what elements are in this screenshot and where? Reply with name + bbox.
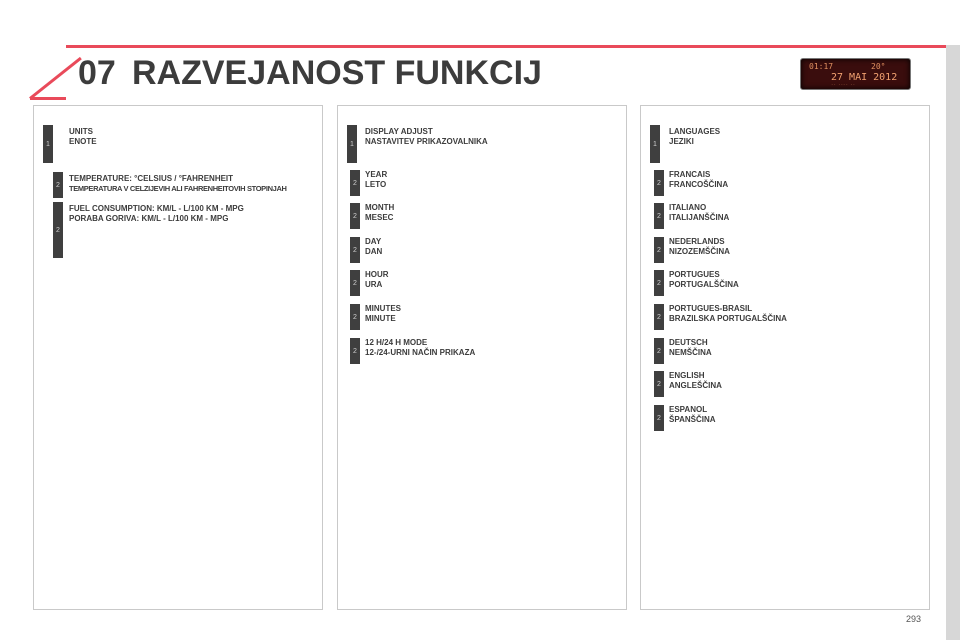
level-badge: 2	[654, 203, 664, 229]
entry-label-en: DEUTSCH	[669, 338, 708, 347]
level-badge: 2	[350, 338, 360, 364]
entry-label-sl: MINUTE	[365, 314, 396, 323]
entry-label-sl: ŠPANŠČINA	[669, 415, 716, 424]
entry-label-en: DISPLAY ADJUST	[365, 127, 433, 136]
dashboard-display-image: 01:17 20° 27 MAI 2012 -- ---- --	[800, 58, 911, 90]
level-badge: 2	[350, 270, 360, 296]
level-badge: 2	[350, 170, 360, 196]
entry-label-en: MONTH	[365, 203, 395, 212]
header-rule-diagonal	[29, 56, 82, 100]
entry-label-sl: ANGLEŠČINA	[669, 381, 722, 390]
level-badge: 2	[350, 237, 360, 263]
level-badge: 2	[654, 270, 664, 296]
entry-label-en: ENGLISH	[669, 371, 705, 380]
entry-label-sl: NIZOZEMŠČINA	[669, 247, 730, 256]
entry-label-en: PORTUGUES	[669, 270, 720, 279]
entry-label-en: ESPANOL	[669, 405, 708, 414]
entry-label-en: FUEL CONSUMPTION: KM/L - L/100 KM - MPG	[69, 204, 244, 213]
entry-label-sl: FRANCOŠČINA	[669, 180, 729, 189]
entry-label-sl: PORTUGALŠČINA	[669, 280, 739, 289]
level-badge: 2	[654, 338, 664, 364]
display-date: 27 MAI 2012	[831, 72, 898, 83]
level-badge: 1	[347, 125, 357, 163]
page-tab-strip	[946, 45, 960, 640]
display-time: 01:17	[809, 62, 834, 71]
level-badge: 2	[53, 172, 63, 198]
entry-label-sl: DAN	[365, 247, 383, 256]
entry-label-sl: NEMŠČINA	[669, 348, 712, 357]
entry-label-sl: JEZIKI	[669, 137, 694, 146]
page-number: 293	[906, 614, 922, 624]
entry-label-en: YEAR	[365, 170, 388, 179]
entry-label-sl: ITALIJANŠČINA	[669, 213, 730, 222]
entry-label-en: ITALIANO	[669, 203, 707, 212]
entry-label-en: DAY	[365, 237, 382, 246]
entry-label-en: HOUR	[365, 270, 389, 279]
entry-label-en: NEDERLANDS	[669, 237, 725, 246]
entry-label-sl: LETO	[365, 180, 387, 189]
entry-label-en: MINUTES	[365, 304, 401, 313]
entry-label-sl: NASTAVITEV PRIKAZOVALNIKA	[365, 137, 488, 146]
menu-column-languages: 1 LANGUAGES JEZIKI 2 FRANCAIS FRANCOŠČIN…	[640, 105, 930, 610]
entry-label-en: TEMPERATURE: °CELSIUS / °FAHRENHEIT	[69, 174, 234, 183]
entry-label-sl: MESEC	[365, 213, 394, 222]
entry-label-sl: URA	[365, 280, 383, 289]
level-badge: 2	[654, 170, 664, 196]
entry-label-sl: 12-/24-URNI NAČIN PRIKAZA	[365, 348, 476, 357]
chapter-number: 07	[78, 54, 116, 92]
level-badge: 2	[654, 237, 664, 263]
display-temp: 20°	[871, 62, 886, 71]
entry-label-sl: PORABA GORIVA: KM/L - L/100 KM - MPG	[69, 214, 229, 223]
header-rule-left	[30, 97, 66, 100]
entry-label-sl: TEMPERATURA V CELZIJEVIH ALI FAHRENHEITO…	[69, 184, 287, 193]
level-badge: 2	[654, 371, 664, 397]
level-badge: 2	[53, 202, 63, 258]
entry-label-en: 12 H/24 H MODE	[365, 338, 428, 347]
menu-column-units: 1 UNITS ENOTE 2 TEMPERATURE: °CELSIUS / …	[33, 105, 323, 610]
entry-label-en: UNITS	[69, 127, 93, 136]
level-badge: 2	[350, 203, 360, 229]
entry-label-en: PORTUGUES-BRASIL	[669, 304, 753, 313]
entry-label-en: LANGUAGES	[669, 127, 721, 136]
entry-label-en: FRANCAIS	[669, 170, 711, 179]
entry-label-sl: ENOTE	[69, 137, 97, 146]
level-badge: 1	[43, 125, 53, 163]
page-title: RAZVEJANOST FUNKCIJ	[132, 54, 542, 92]
display-small-text: -- ---- --	[831, 82, 856, 87]
header-rule	[66, 45, 952, 48]
level-badge: 2	[350, 304, 360, 330]
level-badge: 2	[654, 405, 664, 431]
menu-column-display-adjust: 1 DISPLAY ADJUST NASTAVITEV PRIKAZOVALNI…	[337, 105, 627, 610]
entry-label-sl: BRAZILSKA PORTUGALŠČINA	[669, 314, 787, 323]
level-badge: 1	[650, 125, 660, 163]
level-badge: 2	[654, 304, 664, 330]
